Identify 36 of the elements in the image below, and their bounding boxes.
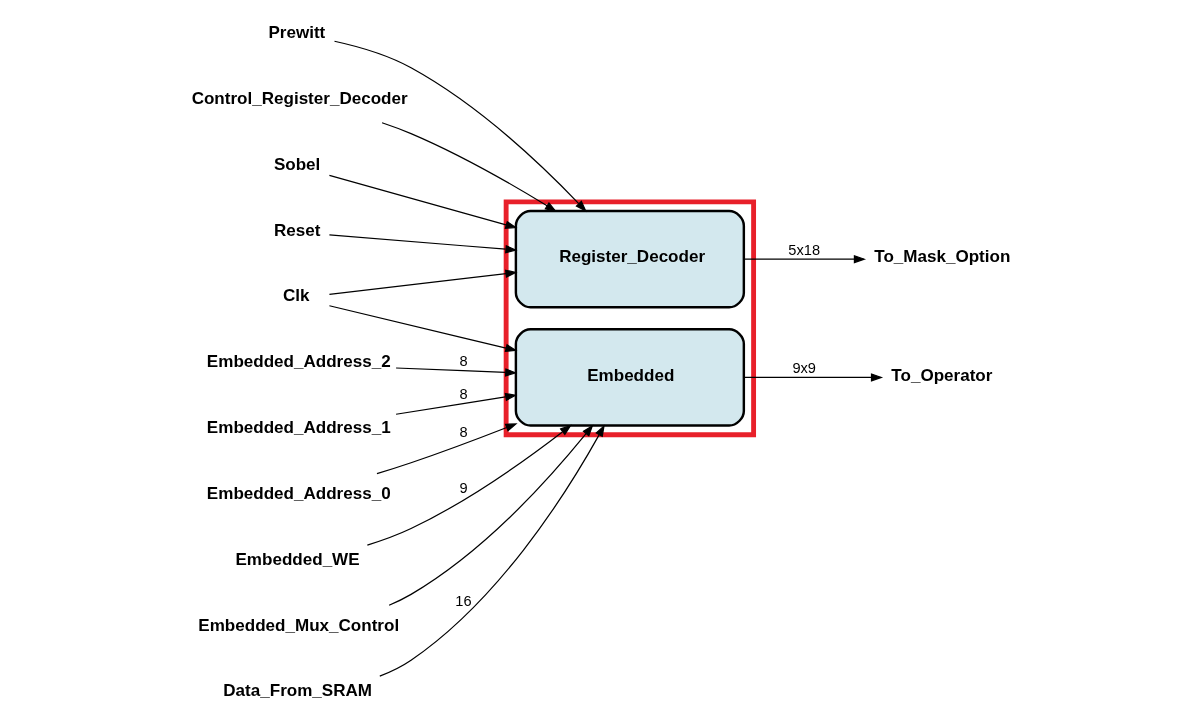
node-box: Register_Decoder [514,209,746,309]
node-text: Embedded_WE [235,549,360,569]
edge-label: 8 [459,385,468,402]
arrow [328,234,518,254]
arrow [333,40,587,213]
node-text: Embedded_Address_2 [206,352,391,372]
node-text: Prewitt [268,23,326,43]
edge-label: 8 [459,423,468,440]
node-text: To_Mask_Option [874,247,1011,267]
node-text: Embedded_Address_0 [206,483,391,503]
node-text: Embedded_Mux_Control [198,615,400,635]
edge-label: 9x9 [792,360,816,377]
arrow [743,254,866,264]
arrow [395,367,518,377]
arrow [328,174,518,229]
arrow [743,373,884,382]
node-text: Reset [273,220,321,240]
arrow [328,269,518,296]
arrow [376,423,518,475]
edge-label: 5x18 [788,242,821,259]
arrow [381,122,557,212]
node-text: To_Operator [891,365,993,385]
arrow [388,424,594,606]
node-text: Data_From_SRAM [223,681,373,701]
edge-label: 8 [459,352,468,369]
node-text: Sobel [273,154,321,174]
node-text: Embedded_Address_1 [206,418,391,438]
node-text: Control_Register_Decoder [191,88,408,108]
edge-label: 16 [455,593,472,610]
arrow [395,392,518,415]
arrow [328,305,518,353]
arrow [366,424,572,546]
edge-label: 9 [459,479,468,496]
node-box: Embedded [514,328,746,427]
arrow [379,424,605,677]
node-text: Clk [283,286,310,306]
